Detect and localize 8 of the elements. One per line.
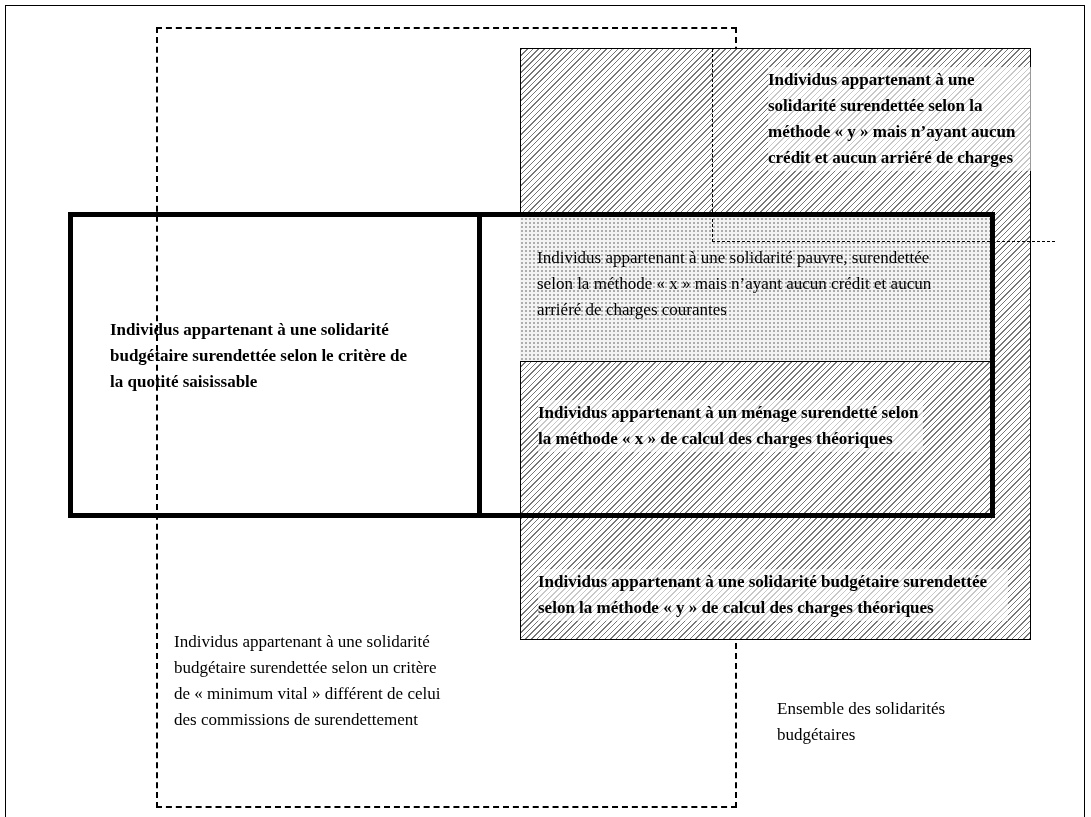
region-label: Individus appartenant à une solidarité budgétaire surendettée selon le critère de la quotité saisissable	[110, 319, 408, 393]
outer-frame	[5, 5, 1085, 817]
dotted-subregion	[520, 217, 990, 362]
region-label: Individus appartenant à un ménage surendetté selon la méthode « x » de calcul des charges théoriques	[538, 400, 923, 452]
region-label: Individus appartenant à une solidarité budgétaire surendettée selon la méthode « y » de calcul des charges théoriques	[538, 569, 1008, 621]
region-label: Individus appartenant à une solidarité pauvre, surendettée selon la méthode « x » mais n’ayant aucun crédit et aucun arriéré de charges courantes	[537, 247, 933, 321]
region-label: Ensemble des solidarités budgétaires	[777, 698, 947, 746]
region-label: Individus appartenant à une solidarité budgétaire surendettée selon un critère de « minimum vital » différent de celui des commissions de surendettement	[174, 631, 442, 731]
